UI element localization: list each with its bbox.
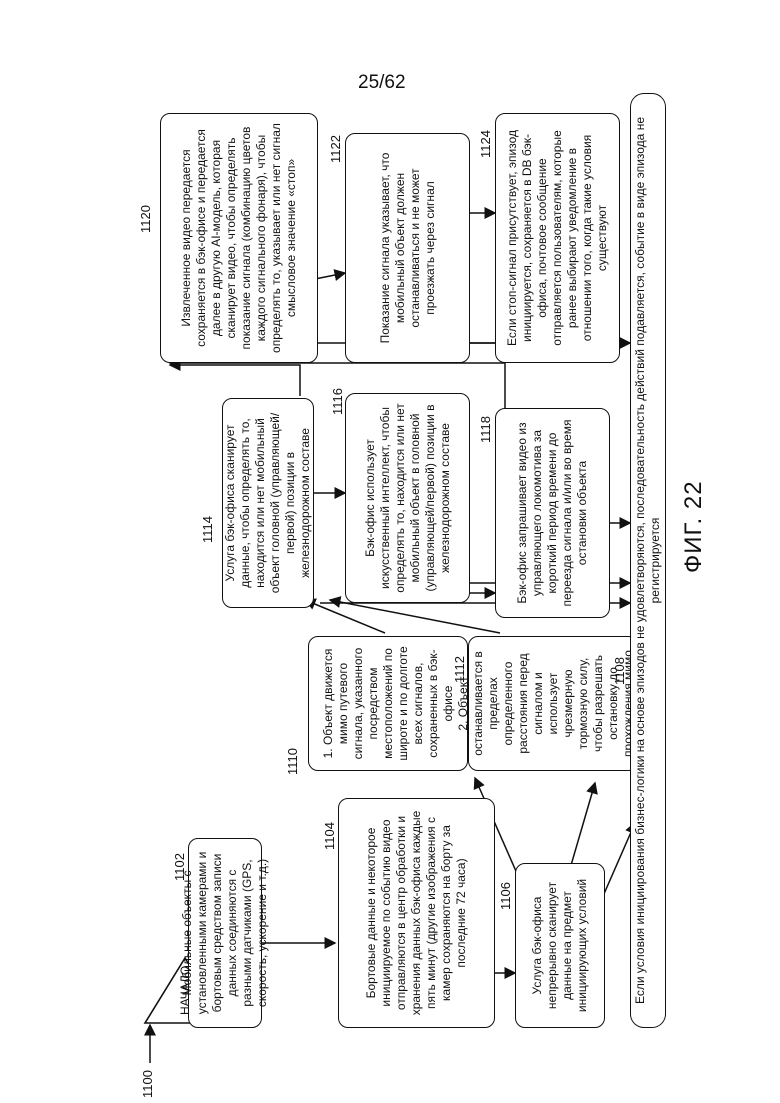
box-1124: Если стоп-сигнал присутствует, эпизод ин…: [495, 113, 620, 363]
box-1108: Если условия инициирования бизнес-логики…: [630, 93, 666, 1028]
ref-1102: 1102: [172, 853, 187, 881]
box-1114: Услуга бэк-офиса сканирует данные, чтобы…: [222, 398, 314, 608]
ref-1110: 1110: [285, 748, 300, 775]
ref-1108: 1108: [612, 657, 627, 685]
box-1116: Бэк-офис использует искусственный интелл…: [345, 393, 470, 603]
box-1122: Показание сигнала указывает, что мобильн…: [345, 133, 470, 363]
figure-label: ФИГ. 22: [680, 480, 708, 573]
box-1110: 1. Объект движется мимо путевого сигнала…: [308, 636, 468, 771]
figure-id: 1100: [140, 1070, 155, 1098]
arrow-1112-1114: [330, 600, 500, 633]
ref-1116: 1116: [330, 388, 345, 415]
box-1120: Извлеченное видео передается сохраняется…: [160, 113, 318, 363]
ref-1120: 1120: [138, 205, 153, 233]
ref-1112: 1112: [452, 656, 467, 683]
arrow-1114-1120: [170, 365, 300, 396]
ref-1118: 1118: [478, 416, 493, 443]
box-1102: Мобильные объекты с установленными камер…: [188, 838, 262, 1028]
ref-1106: 1106: [498, 882, 513, 910]
box-1104: Бортовые данные и некоторое инициируемое…: [338, 798, 495, 1028]
arrow-1110-1114: [305, 600, 385, 633]
ref-1104: 1104: [322, 822, 337, 850]
box-1118: Бэк-офис запрашивает видео из управляюще…: [495, 408, 610, 618]
ref-1124: 1124: [478, 130, 493, 158]
ref-1122: 1122: [328, 135, 343, 163]
ref-1114: 1114: [200, 516, 215, 543]
box-1106: Услуга бэк-офиса непрерывно сканирует да…: [515, 863, 605, 1028]
